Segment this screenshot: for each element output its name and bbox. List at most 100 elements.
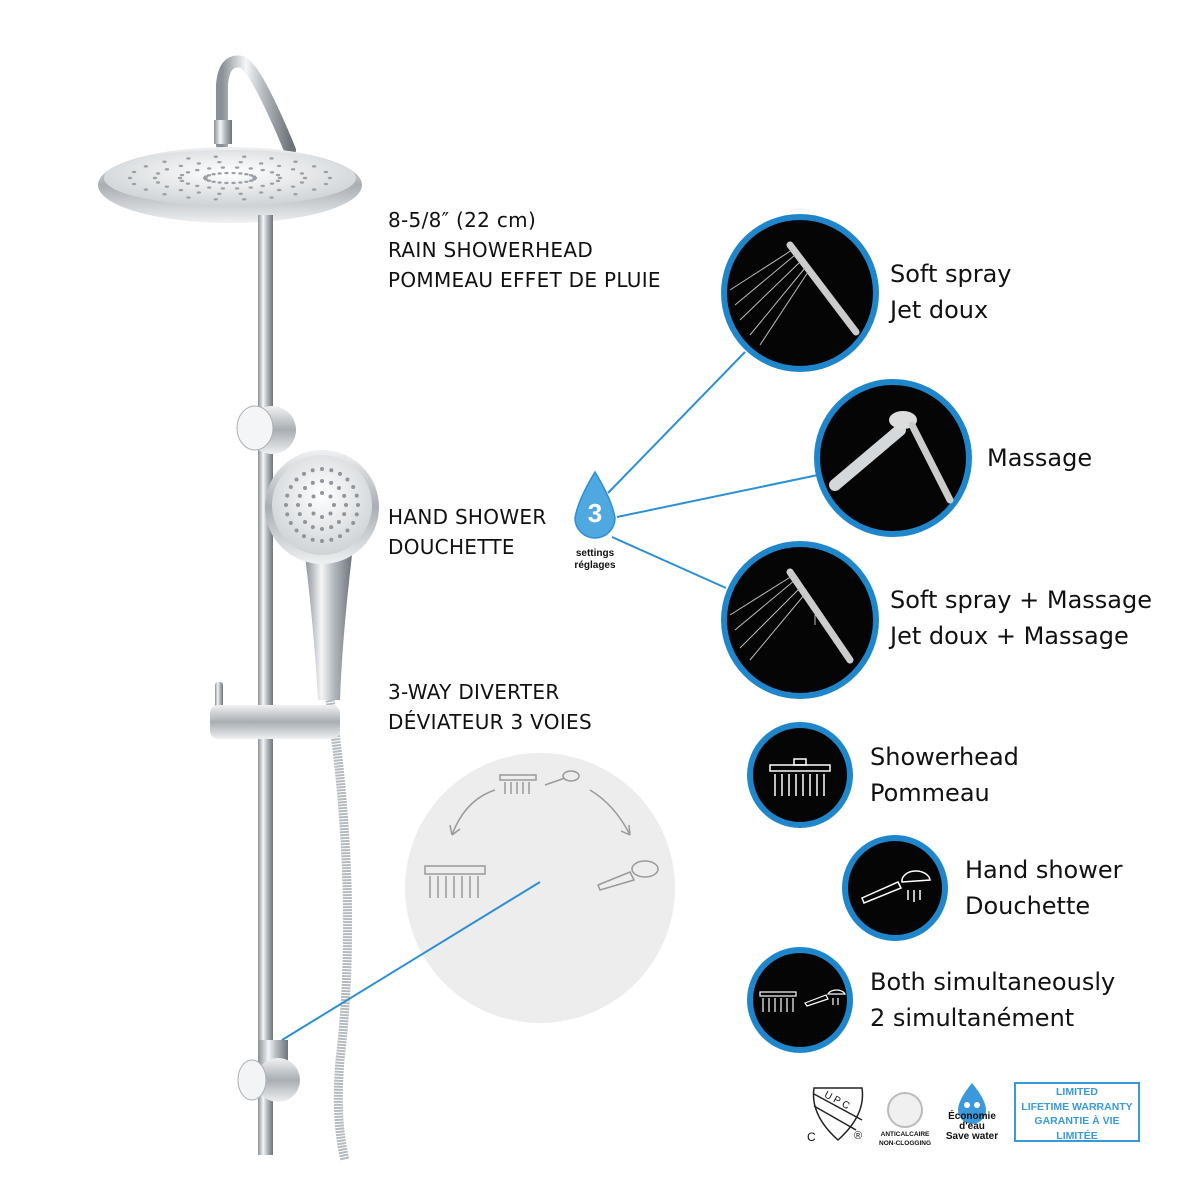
settings-label: settings réglages <box>566 548 624 572</box>
nozzle-hole <box>248 167 253 170</box>
nozzle-hole <box>336 519 341 524</box>
nozzle-hole <box>260 168 265 172</box>
diverter-mode-both: Both simultaneously 2 simultanément <box>870 964 1115 1036</box>
nozzle-hole <box>164 185 170 188</box>
anticalcaire-text: ANTICALCAIRE NON-CLOGGING <box>876 1130 934 1148</box>
hand-shower-icon <box>842 835 948 941</box>
settings-label-fr: réglages <box>574 560 616 571</box>
nozzle-hole <box>323 170 329 174</box>
nozzle-hole <box>269 171 275 174</box>
nozzle-hole <box>344 503 348 507</box>
nozzle-hole <box>276 164 282 168</box>
wall-elbow <box>237 1040 300 1102</box>
nozzle-hole <box>296 503 300 507</box>
spray-mode-en: Soft spray <box>890 260 1012 288</box>
anticalcaire-fr: ANTICALCAIRE <box>880 1131 930 1138</box>
nozzle-hole <box>186 157 191 160</box>
nozzle-hole <box>311 511 316 516</box>
diverter-mode-en: Showerhead <box>870 743 1019 771</box>
nozzle-hole <box>238 192 243 196</box>
nozzle-hole <box>311 494 316 499</box>
diverter-mode-hand-shower: Hand shower Douchette <box>965 852 1123 924</box>
nozzle-hole <box>342 493 347 498</box>
nozzle-hole <box>354 512 359 517</box>
spray-mode-combined: Soft spray + Massage Jet doux + Massage <box>890 582 1152 654</box>
nozzle-hole <box>329 468 334 473</box>
nozzle-hole <box>328 494 333 499</box>
nozzle-hole <box>248 179 254 182</box>
nozzle-hole <box>336 486 341 491</box>
soft-spray-massage-image <box>721 541 879 699</box>
nozzle-hole <box>354 493 359 498</box>
nozzle-hole <box>234 187 240 190</box>
nozzle-hole <box>155 181 161 184</box>
save-water-text: Économie d'eau Save water <box>942 1112 1002 1142</box>
nozzle-hole <box>288 521 293 525</box>
nozzle-hole <box>131 182 137 186</box>
nozzle-hole <box>320 467 324 471</box>
nozzle-hole <box>323 182 329 186</box>
nozzle-hole <box>186 196 191 199</box>
nozzle-hole <box>293 193 298 196</box>
nozzle-hole <box>196 191 202 194</box>
nozzle-hole <box>244 173 249 176</box>
nozzle-hole <box>329 480 334 485</box>
nozzle-hole <box>213 155 218 158</box>
rain-showerhead-label-en: RAIN SHOWERHEAD <box>388 238 594 262</box>
spray-mode-fr: Jet doux + Massage <box>890 622 1129 650</box>
diverter-mode-fr: Douchette <box>965 892 1091 920</box>
nozzle-hole <box>299 181 305 184</box>
save-water-line3: Save water <box>945 1131 999 1142</box>
nozzle-hole <box>294 528 299 533</box>
nozzle-hole <box>178 188 184 192</box>
anticalcaire-logo <box>887 1092 923 1128</box>
nozzle-hole <box>276 188 282 192</box>
nozzle-hole <box>311 188 317 191</box>
rain-showerhead-size: 8-5/8″ (22 cm) <box>388 208 537 232</box>
nozzle-hole <box>356 503 360 507</box>
diverter-mode-fr: Pommeau <box>870 779 990 807</box>
nozzle-hole <box>179 179 185 183</box>
massage-image <box>814 379 972 537</box>
nozzle-hole <box>310 525 315 530</box>
diverter-label: 3-WAY DIVERTER DÉVIATEUR 3 VOIES <box>388 677 592 737</box>
nozzle-hole <box>345 477 350 482</box>
nozzle-hole <box>327 176 333 180</box>
nozzle-hole <box>258 162 264 165</box>
nozzle-hole <box>238 160 243 164</box>
spray-mode-massage: Massage <box>987 440 1092 476</box>
nozzle-hole <box>248 186 253 189</box>
nozzle-hole <box>338 534 342 539</box>
nozzle-hole <box>231 181 236 185</box>
nozzle-hole <box>238 181 243 184</box>
hand-shower <box>265 450 379 700</box>
nozzle-hole <box>288 485 293 489</box>
nozzle-hole <box>275 173 281 177</box>
diverter-mode-en: Both simultaneously <box>870 968 1116 996</box>
nozzle-hole <box>345 528 350 533</box>
nozzle-hole <box>231 171 236 175</box>
nozzle-hole <box>297 493 302 498</box>
slider-bracket <box>210 682 340 739</box>
nozzle-hole <box>269 196 274 199</box>
nozzle-hole <box>185 171 191 174</box>
warranty-badge: LIMITED LIFETIME WARRANTY GARANTIE À VIE… <box>1014 1082 1140 1142</box>
nozzle-hole <box>143 165 149 168</box>
settings-number: 3 <box>587 498 603 528</box>
nozzle-hole <box>195 184 200 188</box>
nozzle-hole <box>131 170 137 174</box>
diverter-mode-showerhead: Showerhead Pommeau <box>870 739 1019 811</box>
nozzle-hole <box>251 175 257 178</box>
nozzle-hole <box>269 157 274 160</box>
nozzle-hole <box>342 512 347 517</box>
nozzle-hole <box>211 173 216 176</box>
nozzle-hole <box>311 165 317 168</box>
nozzle-hole <box>284 503 288 507</box>
nozzle-hole <box>179 173 185 177</box>
nozzle-hole <box>220 187 226 190</box>
nozzle-hole <box>329 525 334 530</box>
nozzle-hole <box>206 179 212 182</box>
nozzle-hole <box>242 198 247 201</box>
